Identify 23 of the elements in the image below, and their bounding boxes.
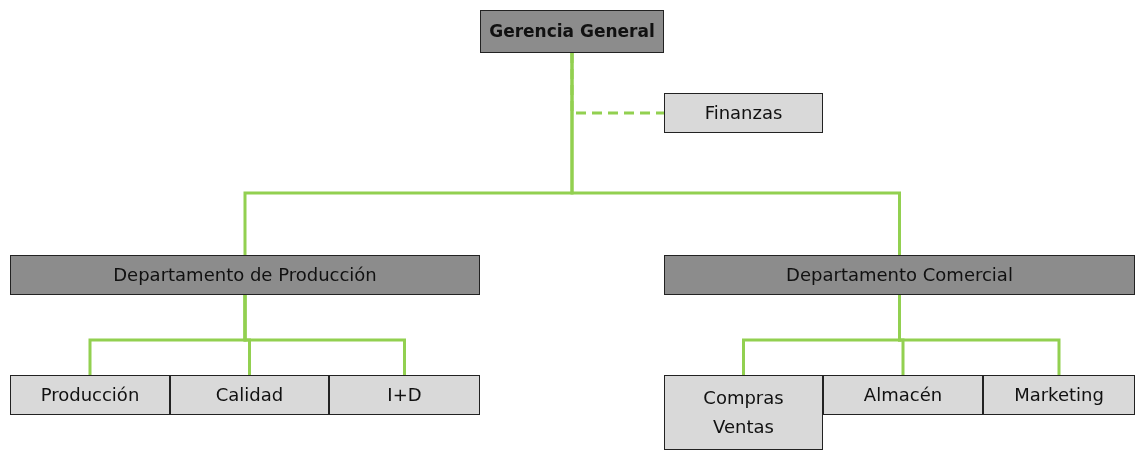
connector-line <box>243 295 406 375</box>
org-box <box>664 375 823 450</box>
connector-line <box>570 53 901 255</box>
node-label: Finanzas <box>704 100 783 125</box>
node-label: Almacén <box>863 382 943 407</box>
node-label: Departamento de Producción <box>113 262 377 287</box>
node-label: Gerencia General <box>489 19 655 43</box>
org-box <box>983 375 1135 415</box>
org-box <box>480 10 664 53</box>
node-label: Compras Ventas <box>702 385 785 439</box>
connector-line <box>898 295 1061 375</box>
node-label: Departamento Comercial <box>786 262 1013 287</box>
node-label: I+D <box>387 382 422 407</box>
node-label: Producción <box>40 382 140 407</box>
org-box <box>329 375 480 415</box>
org-box <box>823 375 983 415</box>
org-box <box>10 255 480 295</box>
org-box <box>664 93 823 133</box>
org-box <box>664 255 1135 295</box>
org-box <box>10 375 170 415</box>
node-label: Marketing <box>1014 382 1104 407</box>
org-box <box>170 375 329 415</box>
node-label: Calidad <box>215 382 284 407</box>
